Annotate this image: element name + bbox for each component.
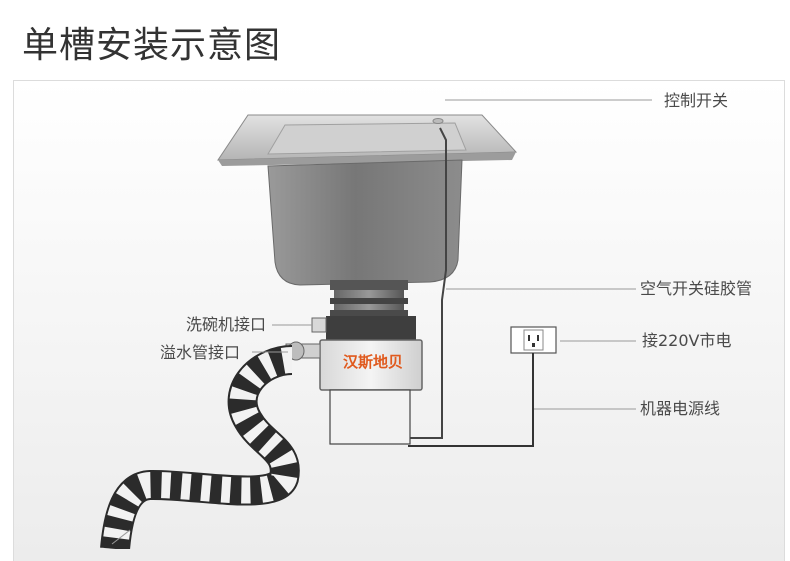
label-overflow-port: 溢水管接口: [160, 343, 241, 362]
page-title: 单槽安装示意图: [22, 25, 282, 66]
sink-flange: [330, 280, 408, 316]
dishwasher-port-fitting: [311, 317, 327, 333]
label-control-switch: 控制开关: [664, 91, 729, 110]
power-cord: [408, 353, 534, 447]
installation-diagram: [100, 99, 652, 549]
switch-button-icon: [432, 118, 444, 124]
label-power-cord: 机器电源线: [640, 399, 721, 418]
label-dishwasher-port: 洗碗机接口: [186, 315, 267, 334]
drain-hose: [100, 345, 300, 549]
label-air-hose: 空气开关硅胶管: [640, 279, 753, 298]
label-power-220v: 接220V市电: [642, 331, 732, 350]
air-hose: [410, 127, 447, 439]
sink: [217, 114, 518, 286]
wall-outlet: [510, 326, 557, 354]
outlet-icon: [528, 335, 530, 341]
disposer-unit: [285, 316, 423, 445]
brand-label: 汉斯地贝: [342, 353, 403, 371]
leader-lines: [111, 99, 652, 545]
